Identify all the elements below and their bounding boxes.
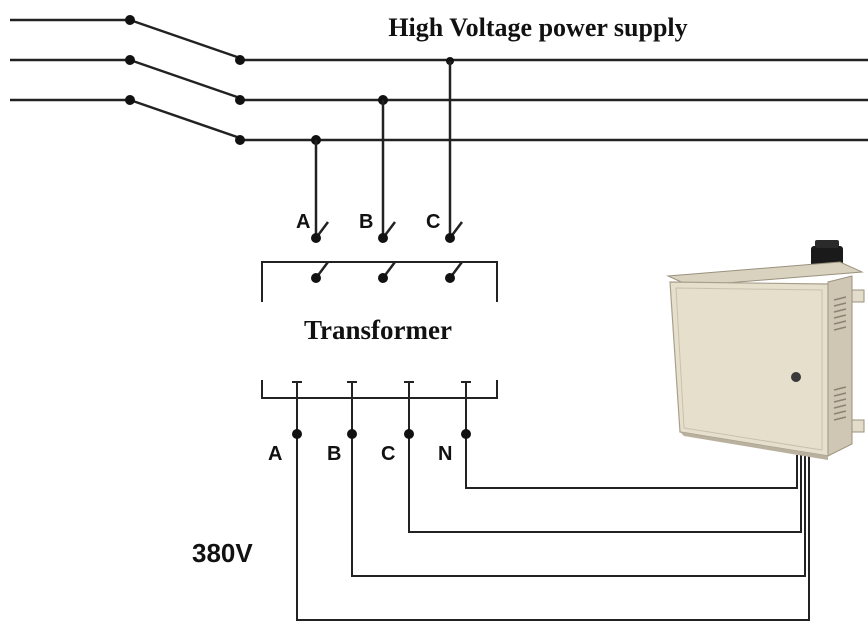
- secondary-phase-b-label: B: [327, 443, 341, 465]
- cabinet-icon: [666, 240, 865, 460]
- primary-phase-c-label: C: [426, 211, 440, 233]
- transformer-label: Transformer: [304, 315, 452, 345]
- cabinet-lock-icon: [791, 372, 801, 382]
- breaker-blade-2: [129, 58, 241, 100]
- wire-phase-a: [296, 398, 810, 621]
- primary-drops: [314, 61, 463, 279]
- primary-phase-b-label: B: [359, 211, 373, 233]
- secondary-phase-c-label: C: [381, 443, 395, 465]
- voltage-label: 380V: [192, 538, 253, 568]
- secondary-neutral-label: N: [438, 443, 452, 465]
- breaker-dots: [125, 15, 454, 145]
- primary-phase-a-label: A: [296, 211, 310, 233]
- wire-phase-b: [351, 398, 806, 577]
- wire-phase-c: [408, 398, 802, 533]
- secondary-terminals: [292, 381, 471, 398]
- incoming-lines: [10, 18, 868, 142]
- transformer-box: [261, 261, 498, 399]
- breaker-blade-1: [129, 18, 241, 60]
- wire-neutral: [465, 398, 798, 489]
- breaker-blade-3: [129, 98, 241, 140]
- secondary-wiring: [296, 398, 810, 621]
- secondary-phase-a-label: A: [268, 443, 282, 465]
- page-title: High Voltage power supply: [388, 13, 687, 42]
